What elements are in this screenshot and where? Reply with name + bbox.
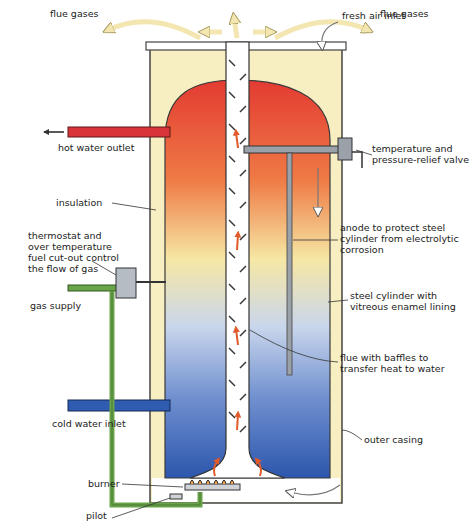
pilot-light xyxy=(170,494,182,499)
leader-line xyxy=(112,498,170,518)
baffle xyxy=(240,266,246,272)
leader-line xyxy=(250,330,338,362)
flue-gas-arrow xyxy=(204,30,222,35)
part-label: fresh air inlet xyxy=(342,10,432,21)
part-label: anode to protect steel cylinder from ele… xyxy=(340,222,470,255)
part-label: steel cylinder with vitreous enamel lini… xyxy=(350,290,470,312)
flue-gas-arrow xyxy=(253,30,271,35)
part-label: thermostat and over temperature fuel cut… xyxy=(28,230,120,274)
burner-body xyxy=(185,484,240,490)
baffle xyxy=(229,220,235,226)
part-label: pilot xyxy=(86,510,136,521)
baffle xyxy=(229,252,235,258)
part-label: cold water inlet xyxy=(52,418,152,429)
hot-gas-arrow xyxy=(214,460,218,476)
baffle xyxy=(240,362,246,368)
baffle xyxy=(229,156,235,162)
flue-gas-arrow xyxy=(275,22,368,38)
leader-line xyxy=(112,203,156,210)
baffle xyxy=(229,124,235,130)
hot-gas-arrow xyxy=(236,132,238,148)
baffle xyxy=(229,380,235,386)
baffle xyxy=(229,60,235,66)
leader-line xyxy=(293,240,338,241)
part-label: flue with baffles to transfer heat to wa… xyxy=(340,352,465,374)
flue-gas-arrow xyxy=(234,18,237,38)
outflow-arrow xyxy=(44,131,64,133)
cold-water-pipe xyxy=(68,400,170,411)
hot-gas-arrow xyxy=(257,460,261,476)
fresh-air-arrow xyxy=(322,22,338,46)
part-label: temperature and pressure-relief valve xyxy=(372,143,472,165)
flue-baffles xyxy=(229,60,246,432)
gas-line-edge xyxy=(112,291,200,505)
hot-gas-arrows xyxy=(214,132,261,476)
flue-gas-arrows xyxy=(108,18,368,38)
valve-stem xyxy=(244,146,340,153)
baffle xyxy=(240,74,246,80)
baffle xyxy=(240,330,246,336)
baffle xyxy=(229,412,235,418)
baffle xyxy=(229,348,235,354)
baffle xyxy=(229,316,235,322)
burner-flames xyxy=(190,480,234,484)
gas-pipe xyxy=(68,285,118,291)
part-label: flue gases xyxy=(50,8,120,19)
part-label: burner xyxy=(88,478,148,489)
part-label: gas supply xyxy=(30,300,100,311)
baffle xyxy=(240,202,246,208)
leader-line xyxy=(122,484,183,487)
combustion-chamber xyxy=(152,478,340,502)
hot-gas-arrow xyxy=(237,414,238,430)
thermostat-probe xyxy=(136,281,166,283)
hot-water-pipe xyxy=(68,127,170,137)
baffle xyxy=(229,188,235,194)
baffle xyxy=(240,106,246,112)
relief-valve xyxy=(338,138,352,160)
baffle xyxy=(240,170,246,176)
part-label: hot water outlet xyxy=(58,142,158,153)
flue-gas-arrow xyxy=(108,22,200,38)
leader-line xyxy=(356,150,372,155)
baffle xyxy=(240,298,246,304)
part-label: insulation xyxy=(56,197,126,208)
fresh-air-arrow xyxy=(290,485,340,495)
gas-line xyxy=(112,291,200,505)
anode-rod xyxy=(287,153,292,375)
hot-gas-arrow xyxy=(236,329,238,345)
baffle xyxy=(240,234,246,240)
baffle xyxy=(229,92,235,98)
leader-line xyxy=(342,430,362,440)
leader-line xyxy=(328,300,348,302)
baffle xyxy=(240,138,246,144)
leader-lines xyxy=(92,150,372,518)
hot-gas-arrow xyxy=(237,234,238,250)
flue xyxy=(190,42,285,478)
fresh-air-arrows xyxy=(290,22,340,495)
baffle xyxy=(229,284,235,290)
thermostat-valve xyxy=(116,268,136,298)
baffle xyxy=(240,394,246,400)
burner xyxy=(185,480,240,490)
baffle xyxy=(240,426,246,432)
valve-outlet xyxy=(352,152,362,168)
fresh-air-arrow xyxy=(317,168,318,212)
part-label: outer casing xyxy=(364,434,454,445)
